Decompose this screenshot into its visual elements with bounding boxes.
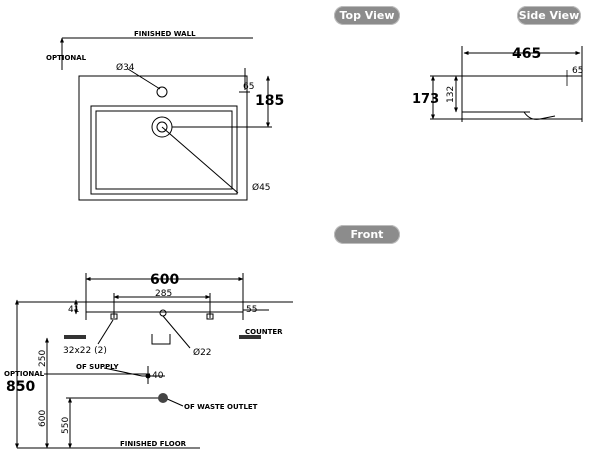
rim-height-label: 41 <box>68 305 79 315</box>
tab-front-view[interactable]: Front View <box>334 225 400 260</box>
of-waste-outlet-label: OF WASTE OUTLET <box>184 403 258 411</box>
side-bowl-height-label: 132 <box>446 86 456 103</box>
overall-width-label: 600 <box>150 272 179 288</box>
front-view-solids <box>64 335 261 403</box>
trap-shape <box>151 334 171 345</box>
front-optional-label: OPTIONAL <box>4 370 45 378</box>
waste-inner <box>156 121 168 133</box>
side-height-label: 173 <box>412 92 439 107</box>
bracket-size-label: 32x22 (2) <box>63 346 107 356</box>
height-850-label: 850 <box>6 379 35 395</box>
of-supply-label: OF SUPPLY <box>76 363 120 371</box>
optional-label: OPTIONAL <box>46 54 87 62</box>
tap-offset-label: 65 <box>243 82 254 92</box>
dim-250-label: 250 <box>38 350 48 367</box>
side-view <box>430 46 583 122</box>
bowl-inner <box>95 110 233 190</box>
dim-550-label: 550 <box>61 417 71 434</box>
dim-600-label: 600 <box>38 410 48 427</box>
outlet-dia-label: Ø22 <box>193 347 212 358</box>
tab-side-view[interactable]: Side View <box>517 6 581 25</box>
bowl-outer <box>90 105 238 195</box>
right-offset-label: 55 <box>246 305 257 315</box>
front-view <box>15 273 293 449</box>
supply-offset-label: 40 <box>152 371 164 381</box>
side-view-labels: 465 65 173 132 <box>412 46 583 107</box>
tap-leader <box>127 68 161 90</box>
top-view-labels: FINISHED WALL OPTIONAL Ø34 65 185 Ø45 <box>46 30 284 193</box>
outlet-leader <box>162 315 191 349</box>
counter-right-block <box>239 335 261 339</box>
tap-hole-dia-label: Ø34 <box>116 62 135 73</box>
counter-left-block <box>64 335 86 339</box>
top-view <box>60 37 272 201</box>
basin-outline <box>78 75 248 201</box>
center-width-label: 285 <box>155 289 172 299</box>
waste-leader <box>164 397 184 407</box>
outlet-circle <box>159 309 167 317</box>
waste-leader <box>161 126 239 194</box>
supply-point <box>145 373 151 379</box>
counter-label: COUNTER <box>245 328 283 336</box>
left-bracket <box>110 313 118 320</box>
side-width-label: 465 <box>512 46 541 62</box>
waste-outlet-point <box>158 393 168 403</box>
side-bowl-curve <box>523 111 556 120</box>
bracket-leader <box>97 319 114 345</box>
supply-leader <box>103 367 143 377</box>
right-bracket <box>206 313 214 320</box>
side-tap-offset-label: 65 <box>572 66 583 76</box>
tab-top-view[interactable]: Top View <box>334 6 400 25</box>
tap-hole <box>156 86 168 98</box>
bowl-depth-label: 185 <box>255 93 284 109</box>
finished-wall-label: FINISHED WALL <box>134 30 196 38</box>
finished-floor-label: FINISHED FLOOR <box>120 440 187 448</box>
front-view-labels: 600 285 41 55 COUNTER 32x22 (2) Ø22 OF S… <box>4 272 283 448</box>
waste-dia-label: Ø45 <box>252 182 271 193</box>
